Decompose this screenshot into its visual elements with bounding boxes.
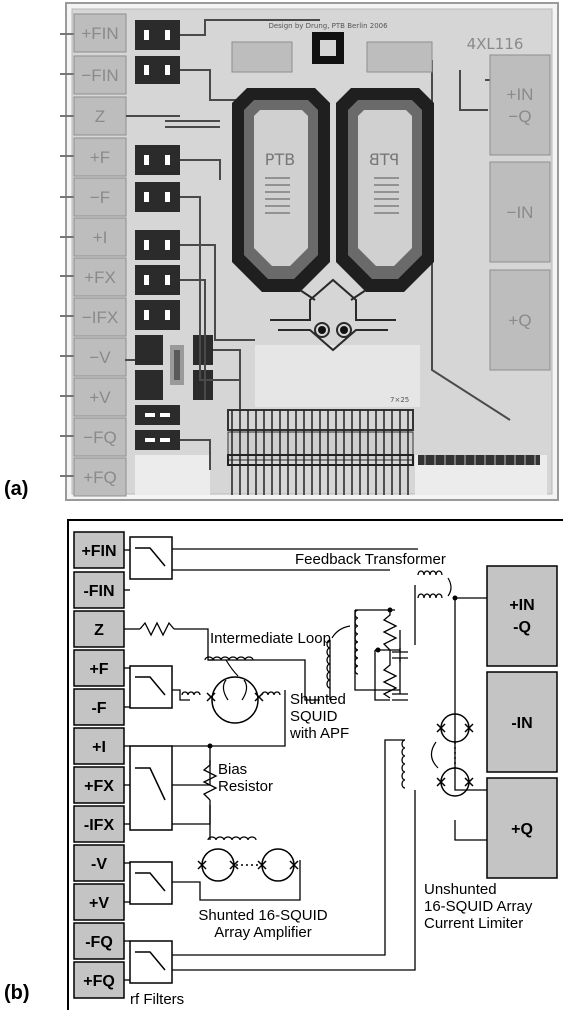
chip-right-pads (489, 54, 551, 371)
chip-pad-label: +FIN (81, 24, 118, 43)
label-bias-resistor: Resistor (218, 778, 273, 795)
chip-pad-label: −FIN (81, 66, 118, 85)
label-feedback-transformer: Feedback Transformer (295, 551, 446, 568)
chip-right-pad-label: +IN (507, 85, 534, 104)
chip-pad-label: −V (89, 348, 111, 367)
chip-pad-label: −IFX (82, 308, 118, 327)
label-current-limiter: 16-SQUID Array (424, 898, 533, 915)
label-array-amplifier: Shunted 16-SQUID (198, 907, 327, 924)
bias-resistor (202, 764, 218, 801)
panel-label-a: (a) (4, 478, 29, 500)
schematic-pad-label: +I (92, 739, 106, 756)
chip-id: 4XL116 (467, 35, 524, 53)
schematic-pad-label: +F (89, 661, 108, 678)
chip-pad-label: −FQ (83, 428, 117, 447)
schematic-right-pad-label: -Q (513, 619, 531, 636)
schematic-inductors (181, 570, 443, 841)
label-rf-filters: rf Filters (130, 991, 184, 1008)
chip-array-comb (231, 410, 409, 495)
schematic-pad-label: +FX (84, 778, 114, 795)
schematic-pad-label: +V (89, 895, 109, 912)
squid-with-apf (211, 676, 259, 724)
schematic-filters (129, 536, 173, 984)
label-shunted-squid: with APF (289, 725, 349, 742)
chip-coil-label-left: PTB (265, 150, 295, 169)
schematic-pad-label: +FQ (83, 973, 115, 990)
schematic-right-pad-label: +Q (511, 821, 533, 838)
chip-pad-label: Z (95, 107, 105, 126)
label-bias-resistor: Bias (218, 761, 247, 778)
chip-right-pad-label: +Q (508, 311, 531, 330)
chip-right-pad-label: −Q (508, 107, 531, 126)
array-squid-last (261, 848, 295, 882)
apf-network (374, 610, 408, 701)
schematic-left-pads (73, 531, 125, 999)
schematic-right-pads (486, 565, 558, 879)
label-current-limiter: Current Limiter (424, 915, 523, 932)
panel-label-b: (b) (4, 982, 30, 1004)
chip-credit: Design by Drung, PTB Berlin 2006 (268, 22, 388, 30)
chip-pad-label: +F (90, 148, 110, 167)
chip-coil-label-right: PTB (369, 150, 399, 169)
label-current-limiter: Unshunted (424, 881, 497, 898)
chip-photo: +FIN −FIN Z +F −F +I +FX −IFX −V +V −FQ … (60, 2, 559, 501)
schematic-pad-label: -IFX (84, 817, 115, 834)
label-intermediate-loop: Intermediate Loop (210, 630, 331, 647)
schematic-pad-label: -FQ (85, 934, 113, 951)
schematic-wires (124, 548, 487, 981)
schematic-right-pad-label: +IN (509, 597, 534, 614)
schematic-right-pad-label: -IN (511, 715, 532, 732)
chip-pad-label: +FQ (83, 468, 117, 487)
schematic-pad-label: -F (91, 700, 106, 717)
label-array-amplifier: Array Amplifier (214, 924, 312, 941)
chip-pad-label: +V (89, 388, 111, 407)
schematic-pad-label: -FIN (83, 583, 114, 600)
label-shunted-squid: SQUID (290, 708, 338, 725)
schematic-pad-label: -V (91, 856, 107, 873)
chip-pad-label: +I (93, 228, 108, 247)
schematic: +FIN -FIN Z +F -F +I +FX -IFX -V +V -FQ … (67, 519, 563, 1010)
chip-filter-blocks (135, 20, 213, 450)
schematic-pad-label: +FIN (81, 543, 116, 560)
array-squid-first (201, 848, 235, 882)
chip-pad-label: −F (90, 188, 110, 207)
chip-left-pads (73, 13, 127, 497)
chip-corner-label: 7×25 (390, 396, 409, 404)
label-shunted-squid: Shunted (290, 691, 346, 708)
schematic-pad-label: Z (94, 622, 104, 639)
chip-right-pad-label: −IN (507, 203, 534, 222)
chip-pad-label: +FX (84, 268, 116, 287)
